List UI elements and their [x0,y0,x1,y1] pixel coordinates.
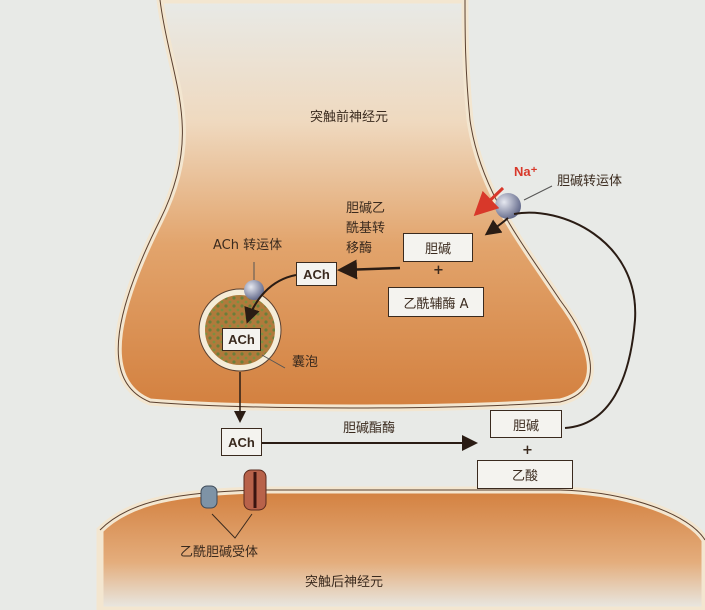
postsynaptic-label: 突触后神经元 [305,575,384,590]
acetyl-coa-box: 乙酰辅酶 A [388,287,484,317]
ach-vesicle-box: ACh [222,328,261,351]
cholinesterase-label: 胆碱酯酶 [343,421,396,436]
chat-label-1: 胆碱乙 [346,201,386,216]
ach-cytosol-box: ACh [296,262,337,286]
vesicle-label: 囊泡 [292,355,319,370]
choline-transporter-label: 胆碱转运体 [557,174,623,189]
ach-transporter-label: ACh 转运体 [213,238,283,253]
ach-cleft-box: ACh [221,428,262,456]
choline-out-box: 胆碱 [490,410,562,438]
plus-sign: + [522,443,533,458]
choline-transporter-icon [495,193,521,219]
chat-label-2: 酰基转 [346,221,386,236]
plus-sign: + [433,263,444,278]
ach-transporter-icon [244,280,264,300]
nicotinic-receptor-icon [200,485,218,509]
presynaptic-label: 突触前神经元 [310,110,389,125]
chat-label-3: 移酶 [346,241,373,256]
acetate-box: 乙酸 [477,460,573,489]
choline-box: 胆碱 [403,233,473,262]
ach-receptor-label: 乙酰胆碱受体 [180,545,259,560]
na-ion-label: Na⁺ [514,164,538,179]
